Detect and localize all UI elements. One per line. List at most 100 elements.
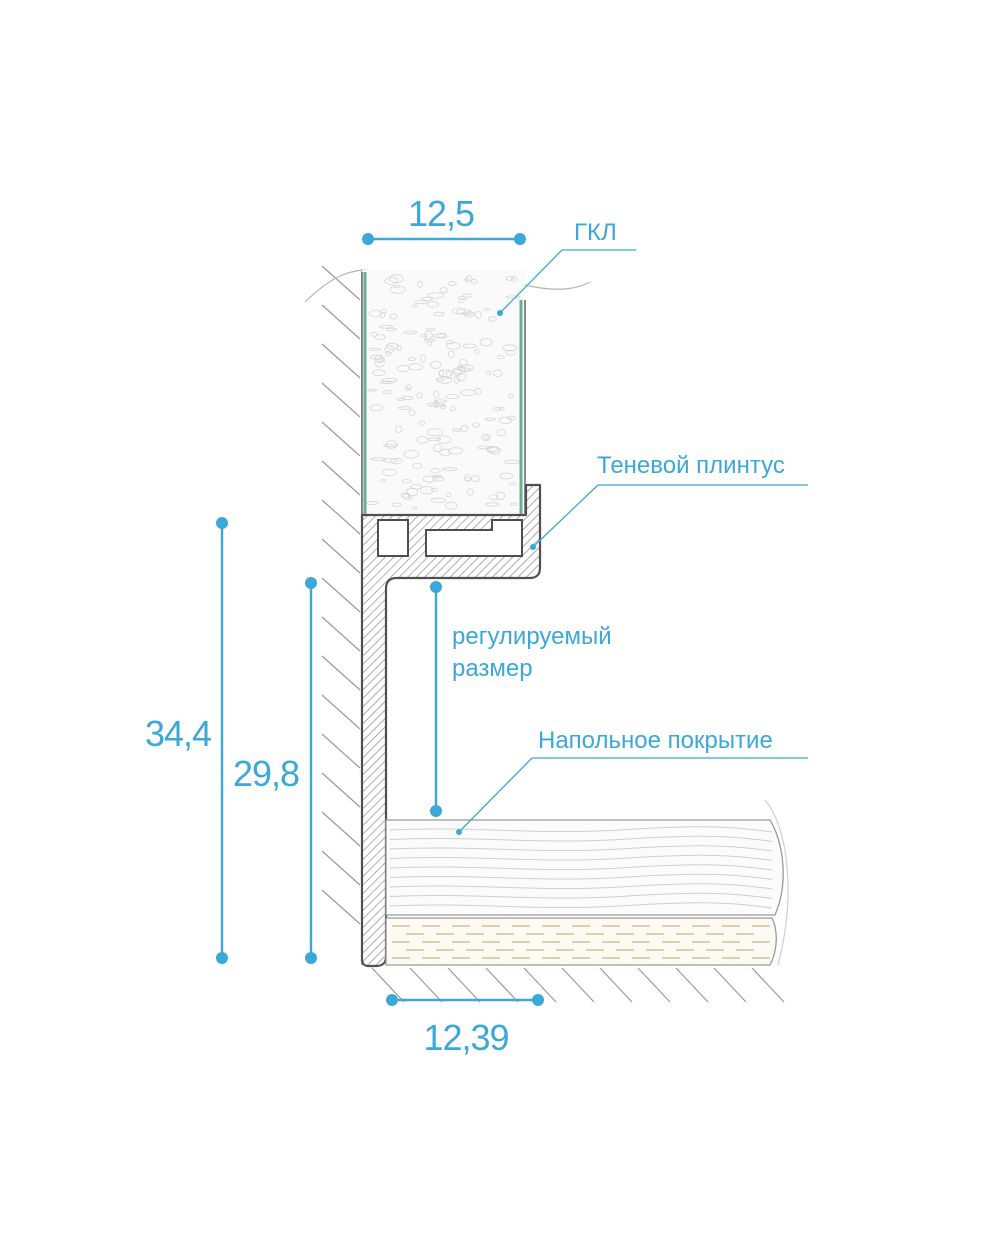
gypsum-speck <box>401 395 414 400</box>
leader-line <box>532 484 599 548</box>
wall-hatch-stroke <box>321 499 361 535</box>
gypsum-speck <box>466 488 474 496</box>
profile-channel-right <box>425 519 523 557</box>
gypsum-speck <box>481 433 489 441</box>
gypsum-speck <box>369 354 382 360</box>
floor-hatch-stroke <box>409 967 443 1003</box>
gypsum-speck <box>508 393 514 399</box>
gypsum-speck <box>412 462 423 469</box>
gypsum-speck <box>420 354 426 363</box>
gypsum-speck <box>433 311 445 317</box>
gypsum-speck <box>459 359 468 368</box>
callout-shadow-plinth: Теневой плинтус <box>530 452 808 550</box>
gypsum-speck <box>416 436 428 444</box>
gypsum-speck <box>470 475 480 483</box>
gypsum-speck <box>474 387 483 395</box>
gypsum-speck <box>369 457 387 461</box>
floor-hatch-stroke <box>637 967 671 1003</box>
wood-grain-line <box>389 835 773 842</box>
wood-grain-line <box>389 892 773 899</box>
wall-hatch-stroke <box>321 265 361 301</box>
dimension-dot <box>216 952 228 964</box>
gypsum-speck <box>445 492 452 498</box>
floor-hatch-stroke <box>485 967 519 1003</box>
wall-hatch-stroke <box>321 616 361 652</box>
gypsum-board <box>304 269 591 515</box>
floor-underlay-texture <box>392 925 770 959</box>
gypsum-speck <box>380 380 394 384</box>
gypsum-speck <box>444 501 458 510</box>
gypsum-speck <box>414 300 428 305</box>
gypsum-speck <box>430 497 447 503</box>
callout-gkl: ГКЛ <box>497 219 636 316</box>
gypsum-speck <box>393 285 400 289</box>
wall <box>321 265 363 965</box>
gypsum-speck <box>405 387 411 391</box>
gypsum-speck <box>433 390 440 399</box>
gypsum-speck <box>433 443 442 453</box>
gypsum-speck <box>475 310 482 319</box>
floor-board <box>385 819 784 916</box>
gypsum-speck <box>432 475 445 482</box>
gypsum-speck <box>474 348 480 355</box>
gypsum-speck <box>422 475 437 483</box>
dimension-dot <box>216 517 228 529</box>
gypsum-board-core <box>362 270 525 515</box>
dimension-dot <box>305 577 317 589</box>
gypsum-speck <box>462 343 477 349</box>
wood-grain-line <box>389 873 773 880</box>
gypsum-speck <box>396 344 402 352</box>
gypsum-speck <box>369 404 383 412</box>
dimension-gkl-width-value: 12,5 <box>408 193 474 234</box>
gypsum-speck <box>498 406 505 411</box>
gypsum-speck <box>451 428 463 432</box>
gypsum-speck <box>419 486 434 495</box>
floor-hatch-stroke <box>599 967 633 1003</box>
dimension-total-height-value: 34,4 <box>145 713 211 754</box>
dimension-profile-height-value: 29,8 <box>233 753 299 794</box>
gypsum-speck <box>496 355 505 360</box>
leader-line <box>499 249 563 314</box>
gypsum-speck <box>438 369 454 377</box>
wall-hatch-stroke <box>321 889 361 925</box>
wall-hatch-stroke <box>321 577 361 613</box>
adjustable-size-label-line1: регулируемый <box>452 623 612 650</box>
gypsum-speck <box>505 349 516 356</box>
wall-hatch-stroke <box>321 460 361 496</box>
gypsum-speck <box>435 377 445 382</box>
gypsum-speck <box>430 468 441 474</box>
gypsum-speck <box>463 477 471 481</box>
wood-grain-line <box>389 845 773 852</box>
wall-hatch-stroke <box>321 343 361 379</box>
leader-dot <box>530 544 536 550</box>
gypsum-speck <box>407 357 417 362</box>
callout-gkl-label: ГКЛ <box>574 219 617 246</box>
floor-hatch-stroke <box>561 967 595 1003</box>
profile-channel-left <box>377 519 409 557</box>
gypsum-speck <box>485 370 492 375</box>
floor-hatch-stroke <box>751 967 785 1003</box>
gypsum-speck <box>492 407 502 411</box>
gypsum-speck <box>437 376 453 384</box>
gypsum-speck <box>501 344 518 352</box>
gypsum-speck <box>448 280 457 286</box>
dimension-dot <box>514 233 526 245</box>
dimension-total-height: 34,4 <box>145 517 228 964</box>
dimension-base-width-value: 12,39 <box>423 1017 508 1058</box>
gypsum-speck <box>437 332 448 339</box>
gypsum-speck <box>433 400 439 409</box>
gypsum-speck <box>479 338 493 347</box>
gypsum-speck <box>458 298 465 304</box>
gypsum-speck <box>445 340 455 345</box>
wall-hatch-stroke <box>321 655 361 691</box>
gypsum-speck <box>407 363 424 371</box>
gypsum-speck <box>484 433 491 441</box>
gypsum-speck <box>391 502 402 507</box>
gypsum-speck <box>496 428 506 437</box>
gypsum-speck <box>385 440 398 449</box>
gypsum-speck <box>447 350 455 358</box>
leader-dot <box>456 829 462 835</box>
gypsum-speck <box>382 444 398 448</box>
floor-end-curve <box>764 799 789 966</box>
gypsum-speck <box>461 293 473 298</box>
